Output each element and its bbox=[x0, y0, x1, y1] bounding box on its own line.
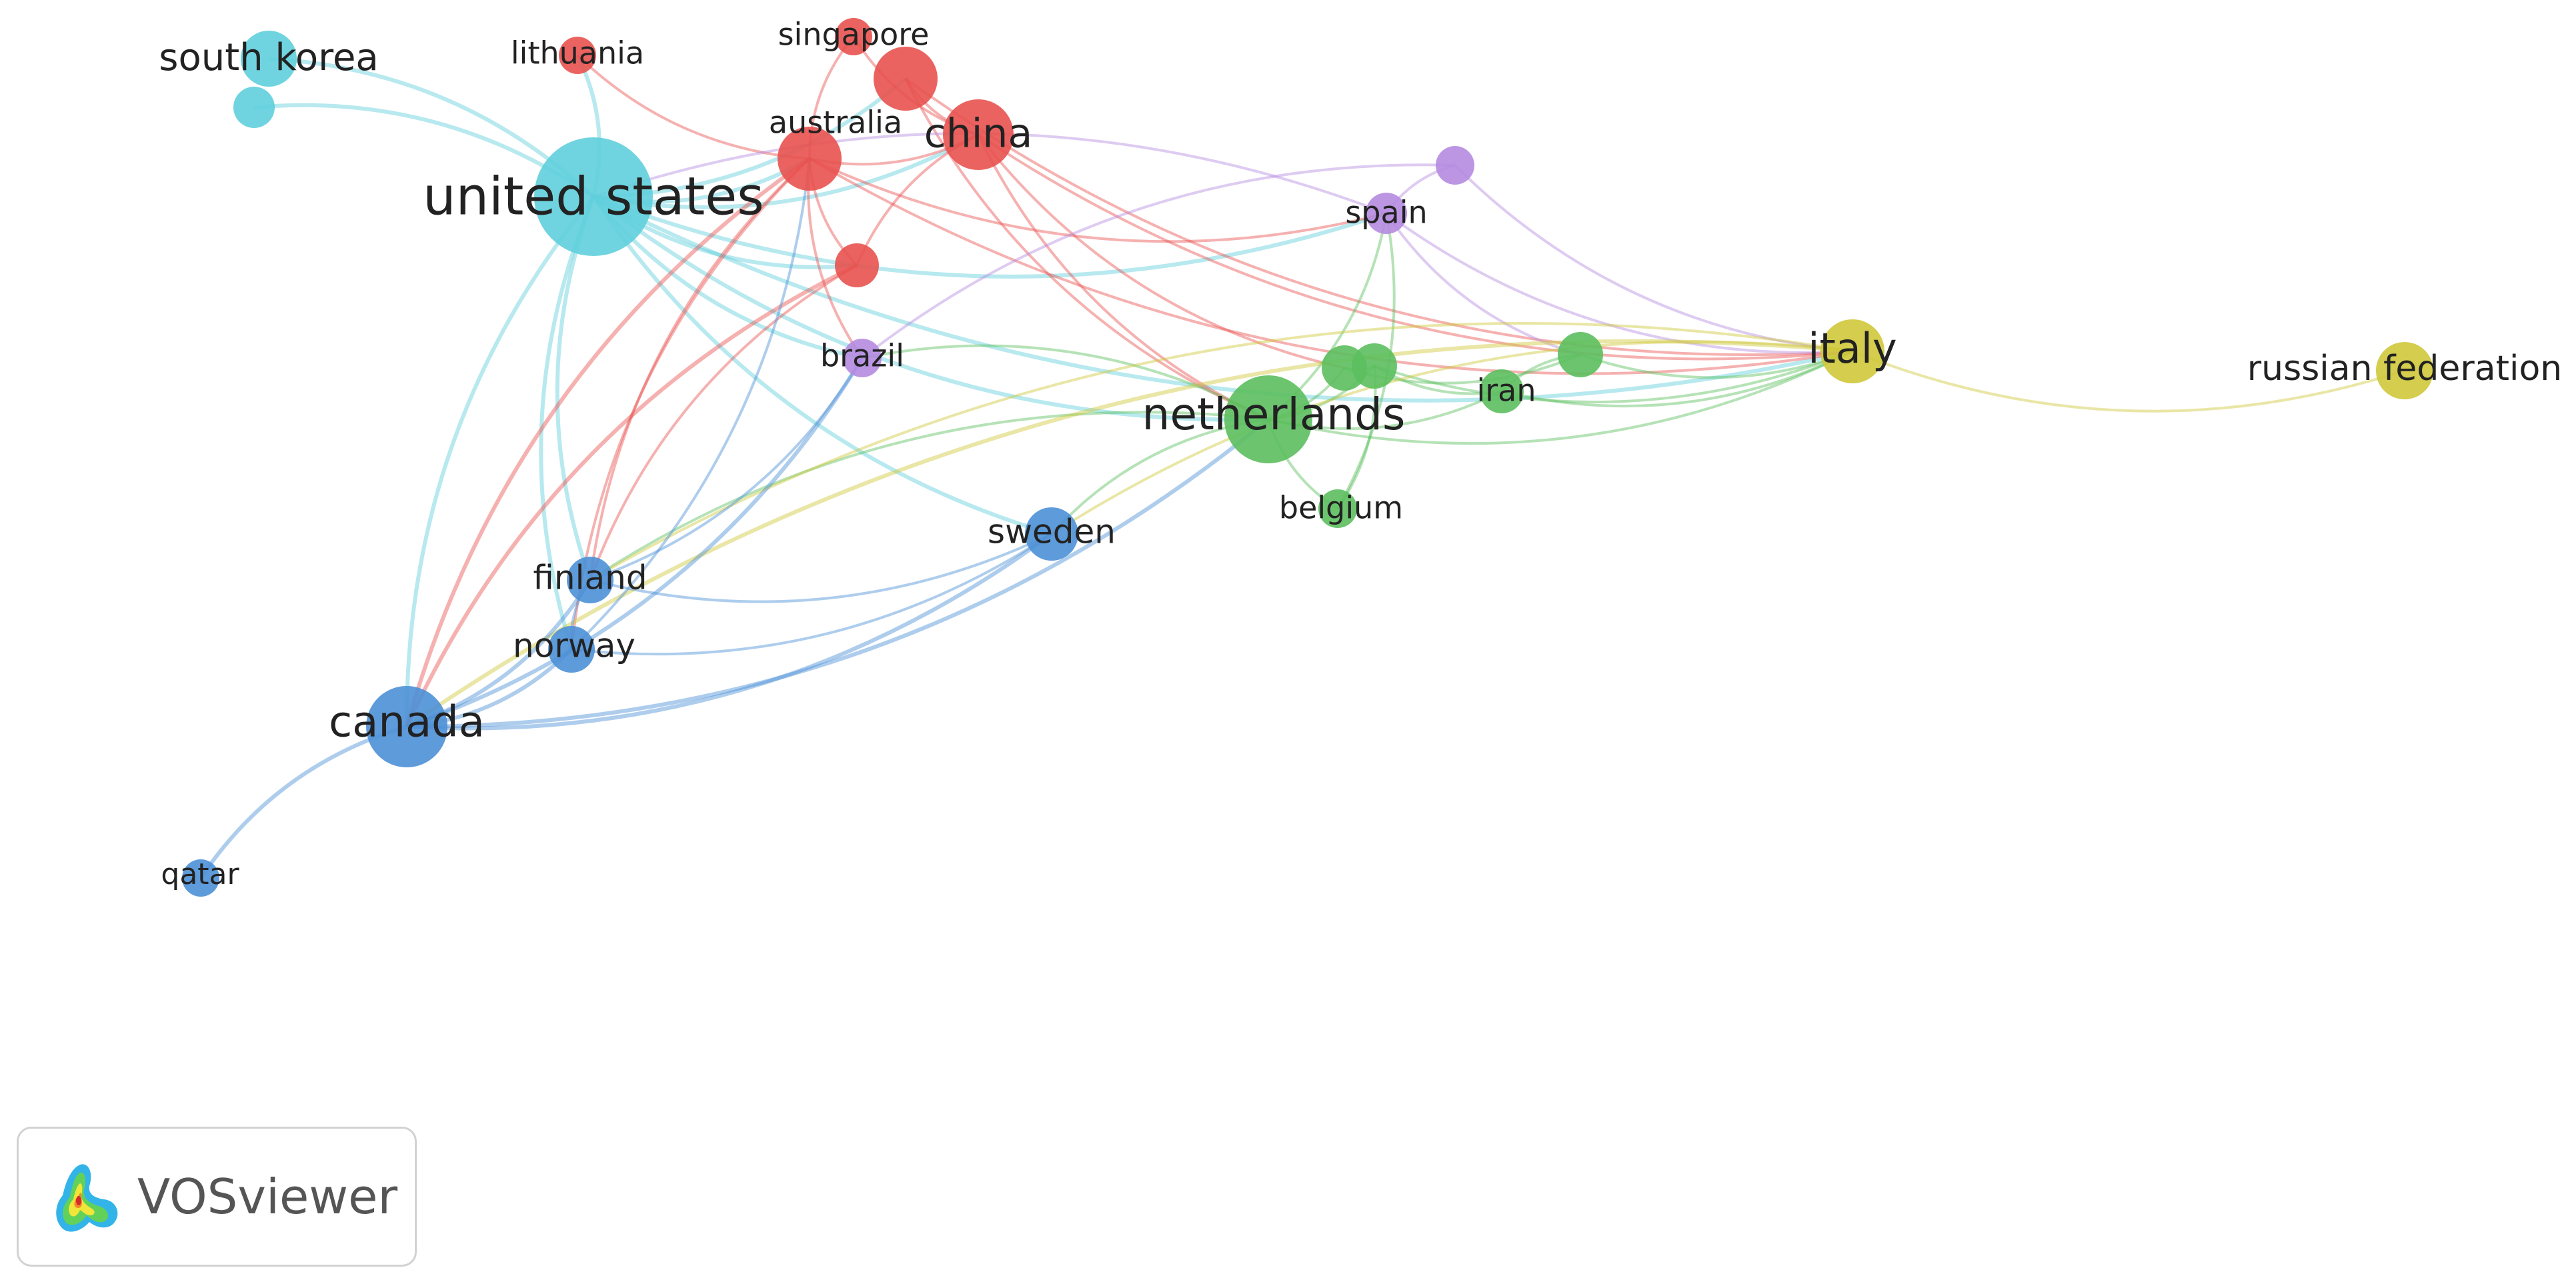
node-label-belgium: belgium bbox=[1279, 490, 1403, 526]
collaboration-link[interactable] bbox=[862, 344, 1269, 421]
collaboration-link[interactable] bbox=[570, 158, 811, 651]
collaboration-link[interactable] bbox=[406, 532, 1053, 731]
collaboration-link[interactable] bbox=[589, 533, 1052, 603]
node-label-united-states: united states bbox=[423, 167, 764, 227]
node-italy[interactable] bbox=[1820, 319, 1884, 383]
node-label-iran: iran bbox=[1476, 373, 1536, 409]
collaboration-link[interactable] bbox=[405, 157, 811, 727]
node-label-finland: finland bbox=[533, 559, 647, 597]
node-label-russian-federation: russian federation bbox=[2247, 349, 2562, 389]
collaboration-link[interactable] bbox=[904, 77, 1853, 357]
collaboration-link[interactable] bbox=[809, 157, 1387, 243]
node-label-netherlands: netherlands bbox=[1142, 389, 1406, 440]
collaboration-link[interactable] bbox=[1580, 350, 1853, 379]
collaboration-link[interactable] bbox=[589, 321, 1853, 581]
collaboration-link[interactable] bbox=[405, 339, 1853, 729]
collaboration-link[interactable] bbox=[1374, 350, 1853, 403]
node-label-norway: norway bbox=[513, 627, 635, 665]
vosviewer-brand-box: VOSviewer bbox=[17, 1127, 417, 1267]
collaboration-link[interactable] bbox=[589, 357, 864, 581]
node-russian-federation[interactable] bbox=[2376, 342, 2433, 399]
node-norway[interactable] bbox=[548, 626, 595, 673]
node-pu1[interactable] bbox=[1436, 146, 1474, 185]
collaboration-link[interactable] bbox=[1501, 350, 1853, 408]
collaboration-link[interactable] bbox=[592, 195, 1387, 279]
collaboration-link[interactable] bbox=[591, 195, 1052, 536]
node-label-qatar: qatar bbox=[161, 857, 239, 891]
node-spain[interactable] bbox=[1366, 193, 1407, 234]
node-finland[interactable] bbox=[567, 557, 613, 603]
labels-layer: united states south korea lithuania singapo… bbox=[159, 17, 2562, 892]
node-qatar[interactable] bbox=[182, 859, 219, 897]
collaboration-link[interactable] bbox=[576, 54, 810, 160]
collaboration-link[interactable] bbox=[1852, 350, 2405, 413]
collaboration-link[interactable] bbox=[1268, 350, 1853, 445]
collaboration-link[interactable] bbox=[589, 264, 858, 581]
node-sweden[interactable] bbox=[1025, 507, 1078, 561]
node-label-italy: italy bbox=[1808, 324, 1896, 373]
node-gr2[interactable] bbox=[1352, 343, 1397, 389]
brand-name: VOSviewer bbox=[137, 1169, 398, 1225]
collaboration-link[interactable] bbox=[406, 357, 864, 729]
collaboration-link[interactable] bbox=[406, 417, 1270, 729]
node-label-china: china bbox=[924, 111, 1032, 157]
collaboration-link[interactable] bbox=[904, 78, 1269, 421]
collaboration-link[interactable] bbox=[405, 263, 858, 728]
collaboration-link[interactable] bbox=[808, 157, 1853, 375]
collaboration-link[interactable] bbox=[1385, 212, 1581, 356]
node-china[interactable] bbox=[943, 99, 1014, 170]
node-brazil[interactable] bbox=[843, 339, 882, 377]
collaboration-link[interactable] bbox=[1454, 164, 1853, 353]
node-rd1[interactable] bbox=[874, 47, 938, 111]
node-label-australia: australia bbox=[769, 105, 902, 141]
node-label-sweden: sweden bbox=[988, 513, 1116, 551]
node-label-brazil: brazil bbox=[820, 338, 904, 374]
collaboration-link[interactable] bbox=[589, 411, 1269, 581]
collaboration-link[interactable] bbox=[592, 195, 1853, 403]
node-label-spain: spain bbox=[1345, 195, 1427, 231]
node-cy2[interactable] bbox=[233, 87, 275, 128]
nodes-layer bbox=[182, 18, 2433, 897]
collaboration-link[interactable] bbox=[571, 533, 1053, 656]
collaboration-link[interactable] bbox=[404, 195, 595, 727]
collaboration-link[interactable] bbox=[1050, 340, 1853, 535]
node-iran[interactable] bbox=[1480, 369, 1524, 413]
node-rd2[interactable] bbox=[835, 243, 879, 287]
node-netherlands[interactable] bbox=[1224, 375, 1312, 463]
node-label-south-korea: south korea bbox=[159, 36, 378, 79]
node-canada[interactable] bbox=[366, 686, 447, 767]
collaboration-link[interactable] bbox=[977, 133, 1853, 361]
links-layer bbox=[199, 35, 2405, 879]
node-singapore[interactable] bbox=[835, 18, 872, 55]
collaboration-link[interactable] bbox=[539, 195, 595, 650]
node-belgium[interactable] bbox=[1318, 489, 1357, 528]
node-australia[interactable] bbox=[778, 127, 842, 191]
node-label-canada: canada bbox=[329, 698, 485, 747]
collaboration-link[interactable] bbox=[1385, 212, 1853, 354]
collaboration-link[interactable] bbox=[589, 157, 811, 581]
collaboration-link[interactable] bbox=[592, 195, 1269, 422]
node-south-korea[interactable] bbox=[241, 31, 297, 87]
collaboration-link[interactable] bbox=[861, 163, 1456, 359]
collaboration-link[interactable] bbox=[977, 134, 1269, 421]
vosviewer-density-logo-icon bbox=[56, 1164, 118, 1232]
node-lithuania[interactable] bbox=[559, 37, 596, 74]
node-label-singapore: singapore bbox=[778, 17, 930, 53]
node-label-lithuania: lithuania bbox=[511, 35, 644, 71]
node-gr3[interactable] bbox=[1558, 332, 1603, 377]
collaboration-link[interactable] bbox=[977, 133, 1345, 369]
node-united-states[interactable] bbox=[534, 137, 653, 256]
